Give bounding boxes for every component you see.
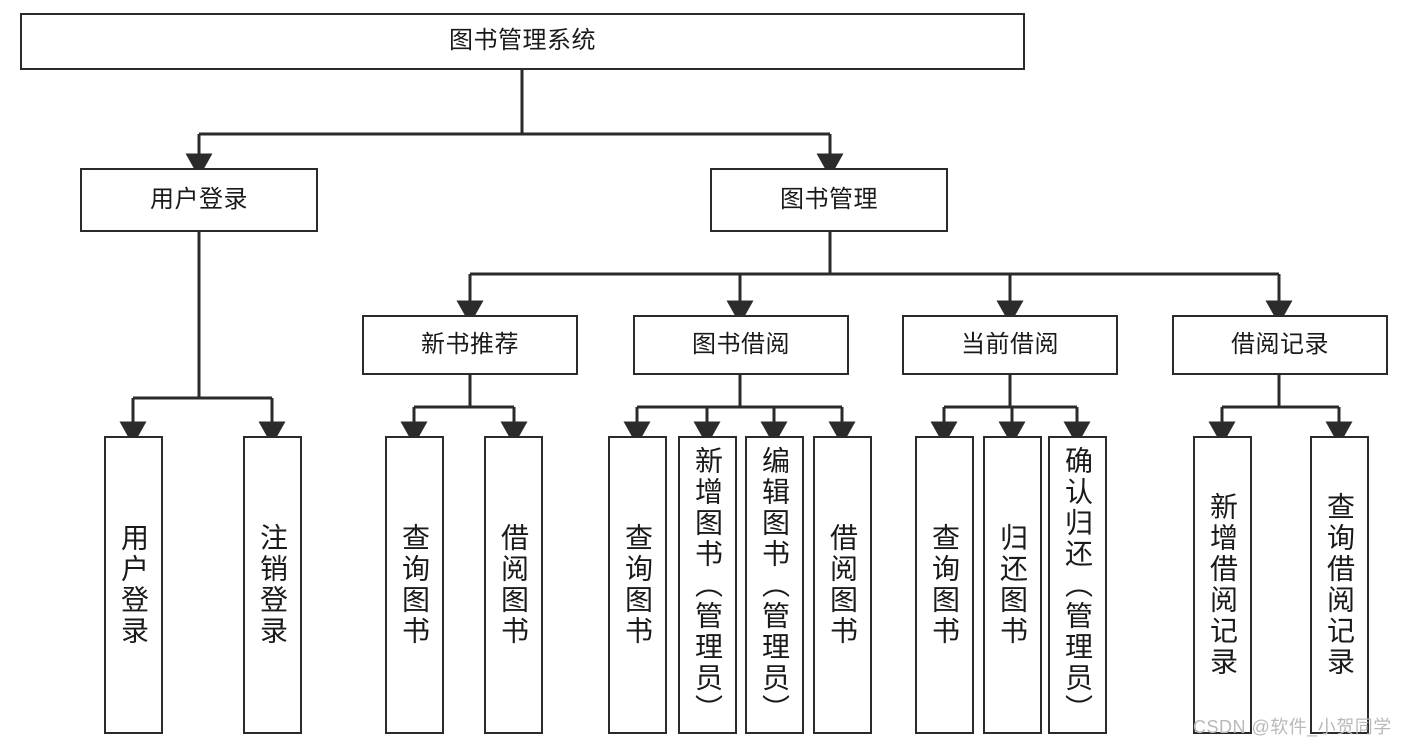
node-root-system-label: 图书管理系统: [449, 27, 596, 55]
leaf-record-query-record[interactable]: 查询借阅记录: [1310, 436, 1369, 734]
leaf-current-return-book-label: 归还图书: [997, 523, 1029, 647]
node-current-borrow[interactable]: 当前借阅: [902, 315, 1118, 375]
node-borrow-record[interactable]: 借阅记录: [1172, 315, 1388, 375]
leaf-borrow-borrow-book[interactable]: 借阅图书: [813, 436, 872, 734]
leaf-borrow-edit-book-label: 编辑图书（管理员）: [759, 446, 791, 725]
leaf-record-add-record[interactable]: 新增借阅记录: [1193, 436, 1252, 734]
node-book-management[interactable]: 图书管理: [710, 168, 948, 232]
node-user-login-label: 用户登录: [150, 185, 248, 213]
leaf-new-book-query-book-label: 查询图书: [399, 523, 431, 647]
leaf-current-query-book[interactable]: 查询图书: [915, 436, 974, 734]
leaf-current-query-book-label: 查询图书: [929, 523, 961, 647]
node-root-system[interactable]: 图书管理系统: [20, 13, 1025, 70]
leaf-new-book-borrow-book[interactable]: 借阅图书: [484, 436, 543, 734]
leaf-current-return-book[interactable]: 归还图书: [983, 436, 1042, 734]
leaf-borrow-edit-book[interactable]: 编辑图书（管理员）: [745, 436, 804, 734]
leaf-current-confirm-return-label: 确认归还（管理员）: [1062, 446, 1094, 725]
node-borrow-record-label: 借阅记录: [1231, 330, 1329, 358]
leaf-borrow-add-book[interactable]: 新增图书（管理员）: [678, 436, 737, 734]
node-book-borrow-label: 图书借阅: [692, 330, 790, 358]
node-book-borrow[interactable]: 图书借阅: [633, 315, 849, 375]
node-current-borrow-label: 当前借阅: [961, 330, 1059, 358]
leaf-new-book-borrow-book-label: 借阅图书: [498, 523, 530, 647]
leaf-borrow-add-book-label: 新增图书（管理员）: [692, 446, 724, 725]
leaf-borrow-borrow-book-label: 借阅图书: [827, 523, 859, 647]
leaf-new-book-query-book[interactable]: 查询图书: [385, 436, 444, 734]
leaf-user-login-login-label: 用户登录: [118, 523, 150, 647]
leaf-user-login-logout-label: 注销登录: [257, 523, 289, 647]
leaf-borrow-query-book-label: 查询图书: [622, 523, 654, 647]
node-user-login[interactable]: 用户登录: [80, 168, 318, 232]
leaf-record-add-record-label: 新增借阅记录: [1207, 492, 1239, 678]
node-new-book-recommend[interactable]: 新书推荐: [362, 315, 578, 375]
node-book-management-label: 图书管理: [780, 185, 878, 213]
leaf-user-login-logout[interactable]: 注销登录: [243, 436, 302, 734]
leaf-record-query-record-label: 查询借阅记录: [1324, 492, 1356, 678]
leaf-user-login-login[interactable]: 用户登录: [104, 436, 163, 734]
leaf-current-confirm-return[interactable]: 确认归还（管理员）: [1048, 436, 1107, 734]
leaf-borrow-query-book[interactable]: 查询图书: [608, 436, 667, 734]
node-new-book-recommend-label: 新书推荐: [421, 330, 519, 358]
watermark-text: CSDN @软件_小贺同学: [1193, 717, 1392, 737]
